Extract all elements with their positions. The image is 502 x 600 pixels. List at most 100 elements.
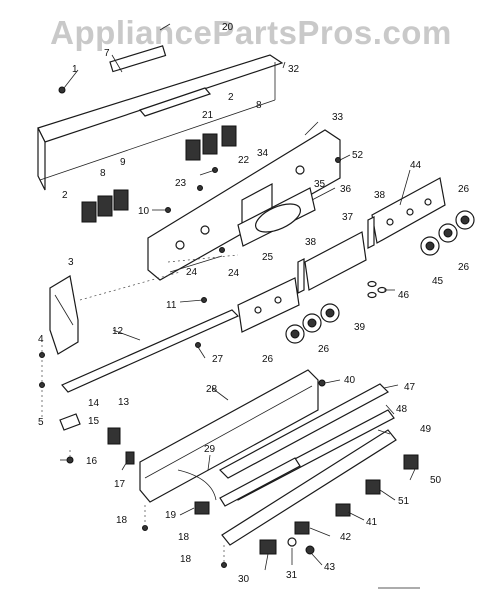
callout-18-a: 18 [116,515,128,526]
callout-34: 34 [257,148,269,159]
callout-31: 31 [286,570,298,581]
callout-26-lower-right: 26 [318,344,330,355]
part-switch-21 [185,139,201,161]
callout-15: 15 [88,416,100,427]
callout-29: 29 [204,444,216,455]
callout-26-top: 26 [458,184,470,195]
callout-33: 33 [332,112,344,123]
part-screw-52 [335,157,341,163]
callout-18-c: 18 [180,554,192,565]
callout-45: 45 [432,276,444,287]
callout-24-right: 24 [228,268,240,279]
callout-47: 47 [404,382,416,393]
callout-16: 16 [86,456,98,467]
callout-36: 36 [340,184,352,195]
part-connector-42 [294,521,310,535]
callout-22: 22 [238,155,250,166]
callout-30: 30 [238,574,250,585]
callout-40: 40 [344,375,356,386]
callout-8-left: 8 [100,168,106,179]
callout-19: 19 [165,510,177,521]
part-switch-2-left [81,201,97,223]
part-screw-27 [195,342,201,348]
callout-26-lower-left: 26 [262,354,274,365]
watermark: AppliancePartsPros.com [50,14,452,51]
callout-43: 43 [324,562,336,573]
part-screw-43 [305,545,315,555]
part-burner-tube-47 [219,383,389,479]
callout-2-left: 2 [62,190,68,201]
callout-39: 39 [354,322,366,333]
callout-25: 25 [262,252,274,263]
callout-10: 10 [138,206,150,217]
part-clip-15 [59,413,81,431]
callout-4: 4 [38,334,44,345]
callout-21: 21 [202,110,214,121]
callout-5: 5 [38,417,44,428]
part-upper-back-panel-face [37,127,46,191]
part-burner-tube-49 [221,429,397,546]
callout-24-left: 24 [186,267,198,278]
callout-27: 27 [212,354,224,365]
callout-38-upper: 38 [374,190,386,201]
part-wire-29 [177,469,217,501]
part-oval-window [255,203,301,233]
part-manifold-channel [139,369,319,503]
callout-35: 35 [314,179,326,190]
part-middle-panel [304,231,367,291]
part-strip-38-lower [297,258,305,294]
callout-32: 32 [288,64,300,75]
callout-20: 20 [222,22,234,33]
callout-8-upper: 8 [256,100,262,111]
callout-38-lower: 38 [305,237,317,248]
part-strip-38-upper [367,216,375,249]
part-lower-brace [61,309,240,393]
part-screw-23 [197,185,203,191]
part-screw-18c [221,562,227,568]
part-top-trim [109,45,167,73]
part-trim-strip [219,457,301,507]
callout-14: 14 [88,398,100,409]
callout-9: 9 [120,157,126,168]
part-rail-strip [138,87,212,117]
callout-3: 3 [68,257,74,268]
callout-2-upper: 2 [228,92,234,103]
callout-42: 42 [340,532,352,543]
part-switch-2-upper [202,133,218,155]
callout-37: 37 [342,212,354,223]
callout-48: 48 [396,404,408,415]
part-screw-40 [318,379,326,387]
callout-49: 49 [420,424,432,435]
callout-7: 7 [104,48,110,59]
part-screw-10 [165,207,171,213]
part-lower-left-panel [237,277,300,333]
callout-17: 17 [114,479,126,490]
callout-18-b: 18 [178,532,190,543]
callout-50: 50 [430,475,442,486]
callout-12: 12 [112,326,124,337]
part-valve-19 [194,501,210,515]
part-switch-9 [113,189,129,211]
part-switch-8-left [97,195,113,217]
callout-44: 44 [410,160,422,171]
part-connector-50 [403,454,419,470]
part-switch-8-upper [221,125,237,147]
callout-52: 52 [352,150,364,161]
callout-46: 46 [398,290,410,301]
callout-11: 11 [166,300,177,311]
callout-41: 41 [366,517,378,528]
callout-13: 13 [118,397,130,408]
part-screw-24 [219,247,225,253]
callout-23: 23 [175,178,187,189]
callout-1: 1 [72,64,78,75]
callout-51: 51 [398,496,410,507]
part-connector-51 [365,479,381,495]
callout-26-mid: 26 [458,262,470,273]
callout-28: 28 [206,384,218,395]
part-connector-30 [259,539,277,555]
part-side-bracket [49,275,79,355]
part-spring-17 [125,451,135,465]
part-nut-31 [287,537,297,547]
